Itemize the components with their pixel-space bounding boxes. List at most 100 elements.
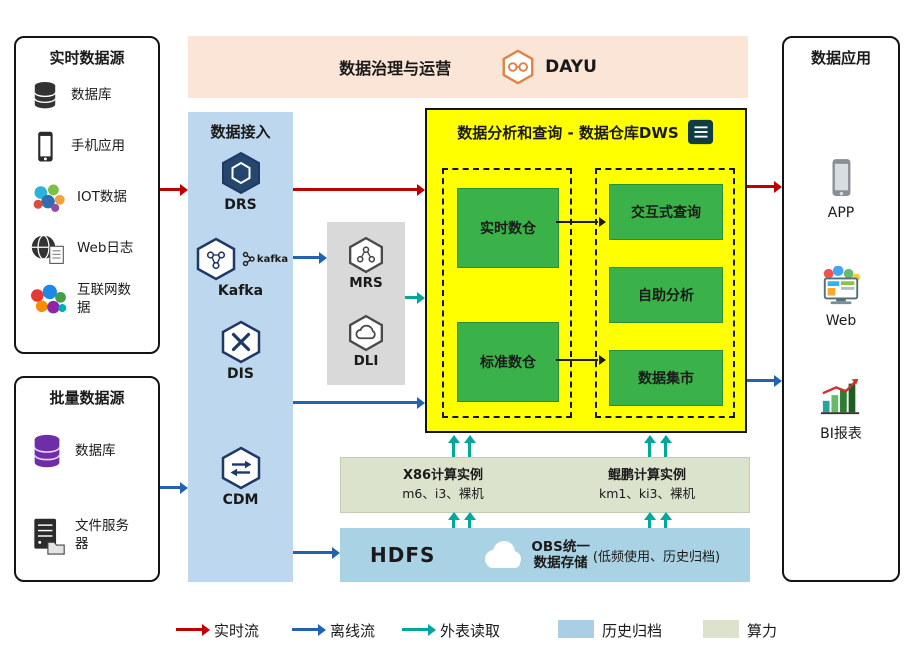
- obs-label: OBS统一 数据存储: [531, 539, 590, 571]
- web-log-icon: [31, 234, 64, 264]
- dayu-brand: DAYU: [499, 48, 597, 86]
- arrow-kafka-to-mrs: [293, 251, 327, 264]
- governance-title: 数据治理与运营: [339, 59, 452, 78]
- dws-node-self-service-analysis: 自助分析: [609, 267, 723, 323]
- dws-service-group: 交互式查询 自助分析 数据集市: [595, 168, 735, 418]
- dli-icon: [349, 314, 383, 352]
- obs-line2: 数据存储: [533, 555, 588, 571]
- application-item-app: APP: [784, 156, 898, 221]
- processing-label: DLI: [353, 353, 379, 369]
- internet-data-icon: [31, 284, 67, 313]
- ingestion-label: CDM: [222, 492, 259, 508]
- source-label: Web日志: [77, 239, 134, 256]
- dws-node-label: 自助分析: [638, 288, 694, 304]
- hdfs-label: HDFS: [370, 543, 436, 567]
- arrow-processing-to-dws: [405, 291, 425, 304]
- dws-node-label: 实时数仓: [480, 221, 536, 237]
- arrow-dws-to-applications-offline: [747, 374, 782, 387]
- kafka-logo-text: kafka: [256, 253, 289, 265]
- arrow-hdfs-to-compute: [463, 512, 476, 528]
- legend-external-read-arrow: [402, 623, 436, 636]
- kafka-icon: [196, 237, 236, 281]
- source-item-web-log: Web日志: [16, 223, 158, 274]
- arrow-compute-to-dws: [643, 435, 656, 457]
- database-purple-icon: [33, 434, 61, 468]
- kafka-logo: kafka: [242, 251, 288, 267]
- file-server-icon: [34, 518, 65, 555]
- compute-title: 鲲鹏计算实例: [607, 467, 686, 483]
- legend-label-realtime: 实时流: [214, 622, 260, 640]
- ingestion-item-kafka: kafka Kafka: [188, 236, 293, 299]
- arrow-realtime-sources-to-ingestion: [160, 183, 188, 196]
- obs-line1: OBS统一: [531, 538, 590, 555]
- mrs-icon: [349, 236, 383, 274]
- arrow-standard-warehouse-to-data-mart: [556, 355, 606, 365]
- web-browser-icon: [823, 266, 861, 305]
- source-label: 手机应用: [71, 137, 125, 154]
- governance-banner: 数据治理与运营 DAYU: [188, 36, 748, 98]
- legend-label-offline: 离线流: [330, 622, 376, 640]
- arrow-hdfs-to-compute: [447, 512, 460, 528]
- application-label: APP: [827, 205, 855, 221]
- dayu-label: DAYU: [545, 57, 597, 77]
- dws-node-label: 数据集市: [638, 371, 694, 387]
- legend-archive-swatch: [558, 620, 594, 638]
- iot-icon: [33, 184, 65, 212]
- dws-node-label: 交互式查询: [631, 205, 701, 221]
- compute-box: X86计算实例 m6、i3、裸机 鲲鹏计算实例 km1、ki3、裸机: [340, 457, 750, 513]
- dis-icon: [221, 320, 260, 364]
- applications-title: 数据应用: [810, 49, 871, 67]
- dws-title: 数据分析和查询 - 数据仓库DWS: [427, 119, 745, 145]
- ingestion-label: DRS: [224, 197, 257, 213]
- arrow-dws-to-applications-realtime: [747, 180, 782, 193]
- kafka-logo-icon: [242, 251, 255, 267]
- realtime-sources-panel: 实时数据源 数据库 手机应用: [14, 36, 160, 354]
- arrow-hdfs-to-compute: [643, 512, 656, 528]
- dayu-icon: [502, 49, 534, 85]
- source-label: 互联网数据: [77, 281, 131, 316]
- arrow-compute-to-dws: [447, 435, 460, 457]
- compute-x86: X86计算实例 m6、i3、裸机: [341, 467, 545, 504]
- database-icon: [34, 81, 56, 108]
- legend-realtime-arrow: [176, 623, 210, 636]
- ingestion-item-cdm: CDM: [188, 445, 293, 508]
- application-label: Web: [825, 313, 857, 329]
- arrow-hdfs-to-compute: [659, 512, 672, 528]
- arrow-realtime-warehouse-to-interactive-query: [556, 217, 606, 227]
- batch-sources-panel: 批量数据源 数据库 文件服务器: [14, 376, 160, 582]
- app-phone-icon: [832, 159, 851, 196]
- application-item-web: Web: [784, 266, 898, 329]
- arrow-compute-to-dws: [463, 435, 476, 457]
- source-label: 数据库: [71, 86, 112, 103]
- processing-item-mrs: MRS: [327, 236, 405, 291]
- dws-node-label: 标准数仓: [480, 355, 536, 371]
- source-item-file-server: 文件服务器: [16, 494, 158, 578]
- compute-detail: km1、ki3、裸机: [598, 486, 696, 502]
- application-item-bi: BI报表: [784, 376, 898, 443]
- dws-title-text: 数据分析和查询 - 数据仓库DWS: [457, 123, 679, 142]
- legend-offline-arrow: [292, 623, 326, 636]
- compute-title: X86计算实例: [402, 467, 484, 483]
- arrow-cdm-to-hdfs: [293, 546, 340, 559]
- dws-node-realtime-warehouse: 实时数仓: [457, 188, 559, 268]
- dws-node-interactive-query: 交互式查询: [609, 184, 723, 240]
- realtime-sources-title: 实时数据源: [49, 49, 125, 67]
- cdm-icon: [221, 446, 260, 490]
- ingestion-item-drs: DRS: [188, 150, 293, 213]
- batch-sources-title: 批量数据源: [49, 389, 125, 407]
- source-item-batch-database: 数据库: [16, 410, 158, 494]
- source-label: 数据库: [75, 443, 116, 460]
- ingestion-item-dis: DIS: [188, 319, 293, 382]
- source-label: 文件服务器: [75, 518, 129, 552]
- storage-box: HDFS OBS统一 数据存储 (低频使用、历史归档): [340, 528, 750, 582]
- bi-report-icon: [820, 378, 860, 415]
- dws-node-standard-warehouse: 标准数仓: [457, 322, 559, 402]
- application-label: BI报表: [820, 426, 862, 442]
- processing-box: MRS DLI: [327, 222, 405, 385]
- compute-kunpeng: 鲲鹏计算实例 km1、ki3、裸机: [545, 467, 749, 504]
- source-item-database: 数据库: [16, 70, 158, 121]
- processing-item-dli: DLI: [327, 314, 405, 369]
- arrow-ingestion-to-dws-offline: [293, 396, 425, 409]
- ingestion-label: Kafka: [217, 283, 264, 299]
